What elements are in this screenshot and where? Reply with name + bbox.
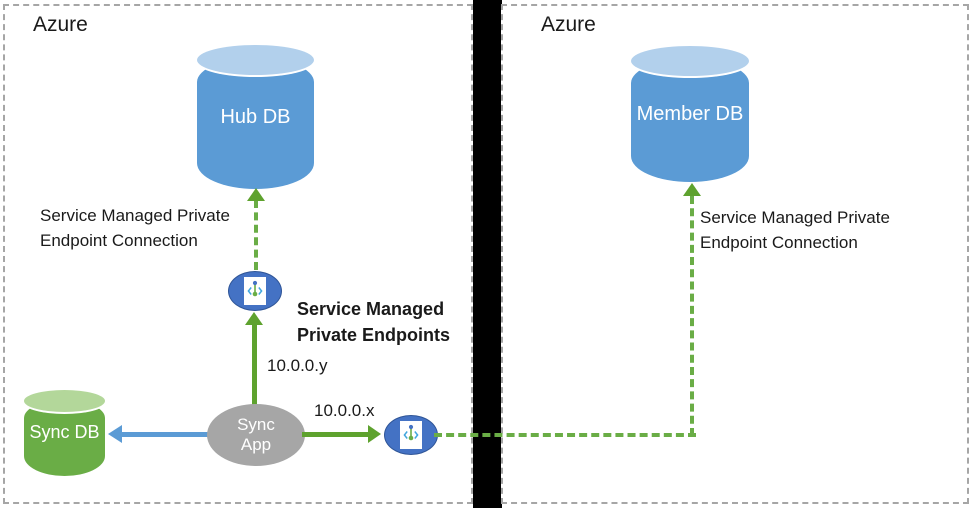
connector-member-db-vertical — [690, 196, 694, 436]
endpoint-sheet-icon — [244, 277, 266, 305]
right-connection-label: Service Managed Private Endpoint Connect… — [700, 208, 890, 252]
ip-label-hub: 10.0.0.y — [267, 356, 328, 375]
panel-left-title: Azure — [33, 13, 88, 36]
arrow-right-pe-sync — [368, 425, 381, 443]
member-db-cylinder: Member DB — [631, 46, 749, 182]
sync-db-cylinder: Sync DB — [24, 390, 105, 476]
arrow-up-pe-hub — [245, 312, 263, 325]
arrow-up-member-db — [683, 183, 701, 196]
panel-right-title: Azure — [541, 13, 596, 36]
sync-app-ellipse: Sync App — [207, 404, 305, 466]
arrow-up-hub-db — [247, 188, 265, 201]
ip-label-sync: 10.0.0.x — [314, 401, 375, 420]
hub-db-cylinder: Hub DB — [197, 45, 314, 189]
connector-pe-hub-to-hub-db — [254, 200, 258, 270]
connector-sync-app-to-sync-db — [122, 432, 210, 437]
region-divider — [473, 0, 502, 508]
cylinder-body — [631, 59, 749, 182]
connector-pe-sync-horizontal — [434, 433, 696, 437]
sync-app-label: Sync App — [237, 414, 275, 454]
private-endpoint-sync-icon[interactable] — [384, 415, 438, 455]
connector-sync-app-to-pe-sync — [302, 432, 370, 437]
cylinder-body — [197, 58, 314, 189]
cylinder-top — [631, 46, 749, 76]
left-connection-label: Service Managed Private Endpoint Connect… — [40, 206, 230, 250]
endpoint-sheet-icon — [400, 421, 422, 449]
cylinder-top — [197, 45, 314, 75]
service-managed-private-endpoints-title: Service Managed Private Endpoints — [297, 299, 451, 345]
private-endpoint-hub-icon[interactable] — [228, 271, 282, 311]
cylinder-body — [24, 400, 105, 476]
cylinder-top — [24, 390, 105, 412]
connector-sync-app-to-pe-hub — [252, 325, 257, 411]
arrow-left-sync-db — [108, 425, 122, 443]
